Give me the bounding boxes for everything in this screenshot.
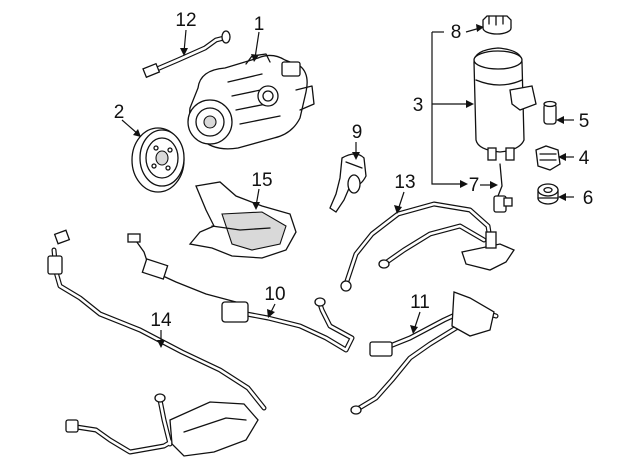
part-15-heat-shield (188, 181, 297, 259)
callout-14: 14 (150, 310, 172, 331)
part-5-sleeve (543, 100, 557, 125)
part-13-hose (340, 201, 515, 292)
part-8-cap (482, 15, 512, 35)
part-1-pump (187, 53, 315, 150)
part-14-hose (47, 229, 267, 457)
callout-11: 11 (410, 292, 430, 313)
callout-15: 15 (251, 170, 272, 191)
part-3-reservoir (473, 47, 537, 161)
part-11-hose (350, 291, 499, 415)
callout-2: 2 (114, 102, 125, 123)
part-4-filter (535, 145, 561, 171)
callout-5: 5 (579, 111, 590, 132)
callout-7: 7 (469, 175, 480, 196)
leader-lines (121, 24, 574, 348)
part-9-connector (329, 153, 367, 213)
part-10-hose (127, 233, 355, 353)
part-12-hose (142, 30, 231, 79)
part-6-nut (537, 183, 559, 205)
callout-3: 3 (413, 95, 424, 116)
callout-4: 4 (579, 148, 590, 169)
callout-6: 6 (583, 188, 594, 209)
callout-13: 13 (394, 172, 415, 193)
part-7-sensor (493, 163, 513, 213)
part-2-pulley (131, 127, 185, 193)
callout-12: 12 (175, 10, 196, 31)
callout-9: 9 (352, 122, 363, 143)
callout-10: 10 (264, 284, 285, 305)
callout-1: 1 (254, 14, 265, 35)
callout-8: 8 (451, 22, 462, 43)
